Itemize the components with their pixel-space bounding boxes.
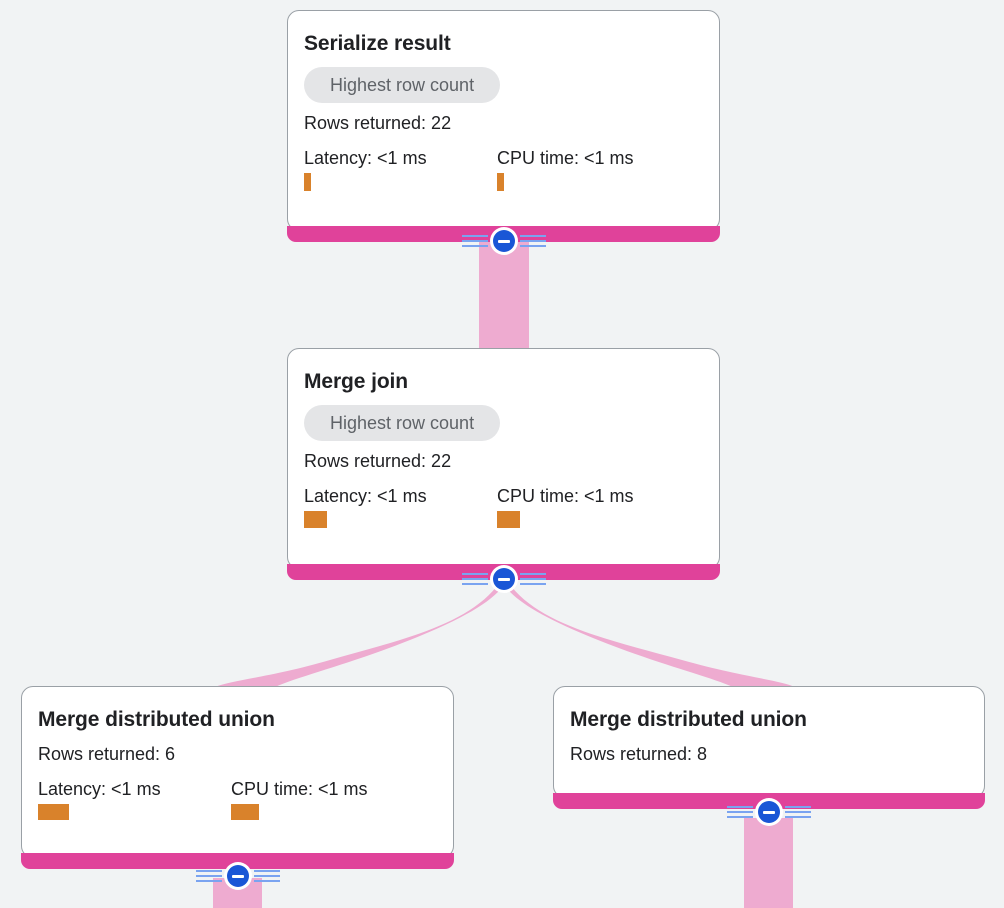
flow-ribbon-mergejoin-to-left-union <box>215 582 505 687</box>
node-execution-stripe <box>21 853 454 869</box>
toggle-rail-right <box>785 806 811 818</box>
metric-latency-bar <box>304 511 327 528</box>
node-title: Merge distributed union <box>570 708 807 731</box>
toggle-rail-left <box>196 870 222 882</box>
metric-latency-bar <box>304 173 311 191</box>
node-merge-distributed-union-right[interactable]: Merge distributed union Rows returned: 8 <box>553 686 985 809</box>
node-rows-returned: Rows returned: 22 <box>304 451 452 471</box>
toggle-rail-left <box>462 573 488 585</box>
node-title: Merge join <box>304 370 409 393</box>
node-badge: Highest row count <box>304 67 501 103</box>
metric-latency-bar <box>38 804 69 820</box>
toggle-merge-distributed-union-right[interactable] <box>727 798 811 826</box>
node-merge-join[interactable]: Merge join Highest row count Rows return… <box>287 348 720 580</box>
metric-latency-label: Latency: <1 ms <box>304 486 427 506</box>
toggle-rail-right <box>520 573 546 585</box>
node-merge-distributed-union-left[interactable]: Merge distributed union Rows returned: 6… <box>21 686 454 869</box>
toggle-merge-join[interactable] <box>462 565 546 593</box>
toggle-rail-right <box>254 870 280 882</box>
metric-cpu-time-label: CPU time: <1 ms <box>231 779 368 799</box>
metric-latency: Latency: <1 ms <box>304 485 497 528</box>
metric-cpu-time-bar <box>497 511 520 528</box>
flow-ribbon-serialize-to-merge-join <box>479 240 529 348</box>
node-rows-returned: Rows returned: 22 <box>304 113 452 133</box>
metric-latency: Latency: <1 ms <box>38 778 231 820</box>
collapse-minus-icon <box>498 240 510 243</box>
node-rows-returned: Rows returned: 6 <box>38 744 176 764</box>
node-rows-returned: Rows returned: 8 <box>570 744 708 764</box>
metric-cpu-time-bar <box>497 173 504 191</box>
collapse-minus-icon <box>498 578 510 581</box>
collapse-minus-icon <box>232 875 244 878</box>
metric-latency: Latency: <1 ms <box>304 147 497 191</box>
node-metrics: Latency: <1 ms CPU time: <1 ms <box>304 485 703 528</box>
toggle-merge-distributed-union-left[interactable] <box>196 862 280 890</box>
node-metrics: Latency: <1 ms CPU time: <1 ms <box>38 778 437 820</box>
toggle-rail-right <box>520 235 546 247</box>
flow-ribbon-mergejoin-to-right-union <box>503 582 795 687</box>
node-title: Merge distributed union <box>38 708 275 731</box>
metric-cpu-time: CPU time: <1 ms <box>231 778 368 820</box>
metric-cpu-time: CPU time: <1 ms <box>497 147 634 191</box>
node-metrics: Latency: <1 ms CPU time: <1 ms <box>304 147 703 191</box>
toggle-rail-left <box>462 235 488 247</box>
flow-ribbon-right-union-to-child <box>744 818 793 908</box>
node-title: Serialize result <box>304 32 451 55</box>
collapse-minus-icon <box>763 811 775 814</box>
metric-cpu-time: CPU time: <1 ms <box>497 485 634 528</box>
toggle-rail-left <box>727 806 753 818</box>
toggle-serialize-result[interactable] <box>462 227 546 255</box>
metric-latency-label: Latency: <1 ms <box>304 148 427 168</box>
metric-cpu-time-label: CPU time: <1 ms <box>497 486 634 506</box>
node-serialize-result[interactable]: Serialize result Highest row count Rows … <box>287 10 720 242</box>
metric-cpu-time-label: CPU time: <1 ms <box>497 148 634 168</box>
metric-cpu-time-bar <box>231 804 259 820</box>
metric-latency-label: Latency: <1 ms <box>38 779 161 799</box>
node-badge: Highest row count <box>304 405 501 441</box>
